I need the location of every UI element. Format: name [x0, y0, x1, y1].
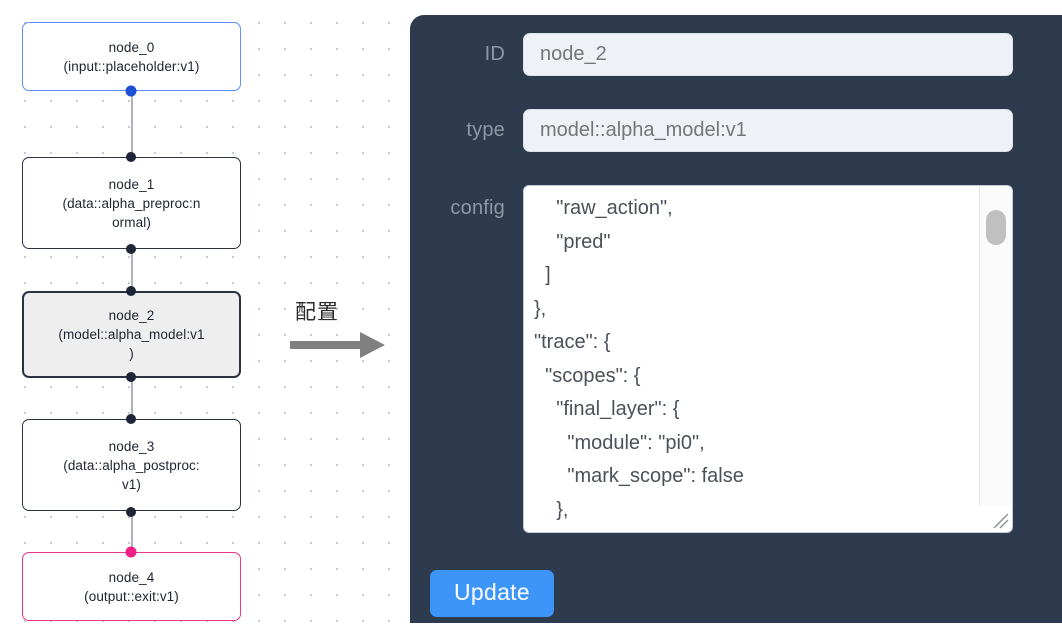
type-input[interactable] [523, 109, 1013, 152]
flow-node-node_1[interactable]: node_1 (data::alpha_preproc:n ormal) [22, 157, 241, 249]
node_3-target-handle[interactable] [126, 414, 136, 424]
edge-node0-node1 [131, 90, 133, 157]
node-subtitle: (data::alpha_preproc:n ormal) [62, 195, 201, 230]
node_2-target-handle[interactable] [126, 286, 136, 296]
flow-canvas[interactable]: node_0 (input::placeholder:v1) node_1 (d… [0, 0, 400, 643]
resize-grip-icon[interactable] [988, 508, 1010, 530]
config-field-label: config [450, 197, 505, 219]
field-row-id: ID [430, 33, 1013, 76]
config-editor[interactable]: "raw_action", "pred" ] }, "trace": { "sc… [523, 185, 1013, 533]
config-scrollbar[interactable] [979, 186, 1012, 506]
edge-node1-node2 [131, 249, 133, 291]
config-scrollbar-thumb[interactable] [986, 210, 1006, 245]
node-title: node_4 [108, 569, 155, 585]
node-title: node_2 [108, 308, 155, 323]
node-config-panel: ID type config "raw_action", "pred" ] },… [410, 15, 1062, 623]
node_4-target-handle[interactable] [125, 546, 137, 558]
flow-node-node_4[interactable]: node_4 (output::exit:v1) [22, 552, 241, 621]
node-subtitle: (output::exit:v1) [84, 588, 179, 604]
update-button[interactable]: Update [430, 570, 554, 617]
node_3-source-handle[interactable] [126, 507, 136, 517]
id-input[interactable] [523, 33, 1013, 76]
field-row-type: type [430, 109, 1013, 152]
node-title: node_1 [108, 176, 155, 192]
node-subtitle: (input::placeholder:v1) [63, 58, 200, 74]
node-title: node_3 [108, 438, 155, 454]
arrow-right-icon [290, 332, 385, 358]
flow-node-node_3[interactable]: node_3 (data::alpha_postproc: v1) [22, 419, 241, 511]
node_0-source-handle[interactable] [125, 85, 137, 97]
flow-node-node_0[interactable]: node_0 (input::placeholder:v1) [22, 22, 241, 91]
config-textarea[interactable]: "raw_action", "pred" ] }, "trace": { "sc… [534, 197, 744, 521]
edge-node3-node4 [131, 512, 133, 552]
field-row-config: config "raw_action", "pred" ] }, "trace"… [430, 185, 1013, 533]
annotation-group: 配置 [290, 296, 400, 366]
edge-node2-node3 [131, 377, 133, 419]
node_1-target-handle[interactable] [126, 152, 136, 162]
node-title: node_0 [108, 39, 155, 55]
node_2-source-handle[interactable] [126, 372, 136, 382]
id-field-label: ID [484, 43, 505, 65]
annotation-label: 配置 [295, 300, 339, 324]
node_1-source-handle[interactable] [126, 244, 136, 254]
node-subtitle: (model::alpha_model:v1 ) [58, 327, 205, 361]
node-subtitle: (data::alpha_postproc: v1) [63, 457, 200, 492]
flow-node-node_2[interactable]: node_2 (model::alpha_model:v1 ) [22, 291, 241, 378]
type-field-label: type [466, 119, 505, 141]
